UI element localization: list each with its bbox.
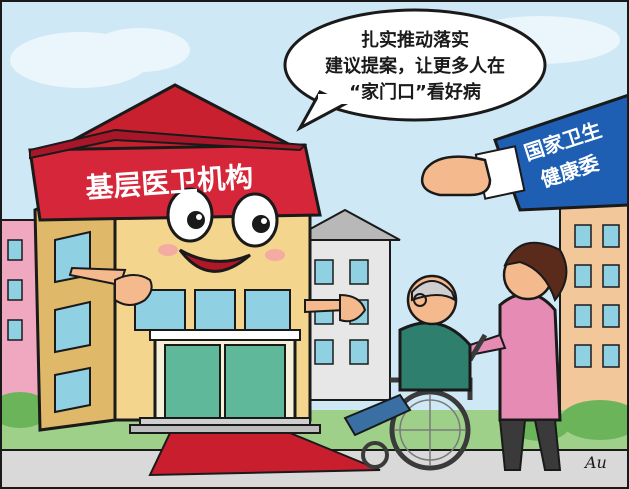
speech-line-3: “家门口”看好病: [349, 81, 481, 103]
ministry-sleeve: [420, 93, 629, 212]
artist-signature: Au: [583, 453, 607, 472]
speech-line-1: 扎实推动落实: [361, 29, 469, 51]
background-building-left: [0, 219, 41, 421]
building-arms: [68, 266, 367, 323]
speech-bubble: [283, 8, 547, 132]
elderly-man: [343, 274, 472, 437]
clouds: [10, 16, 620, 88]
red-carpet: [148, 432, 381, 477]
speech-line-2: 建议提案，让更多人在: [325, 55, 505, 77]
woman-caregiver: [469, 241, 568, 471]
welcoming-hand-icon: [420, 155, 492, 197]
building-face: [158, 187, 285, 273]
